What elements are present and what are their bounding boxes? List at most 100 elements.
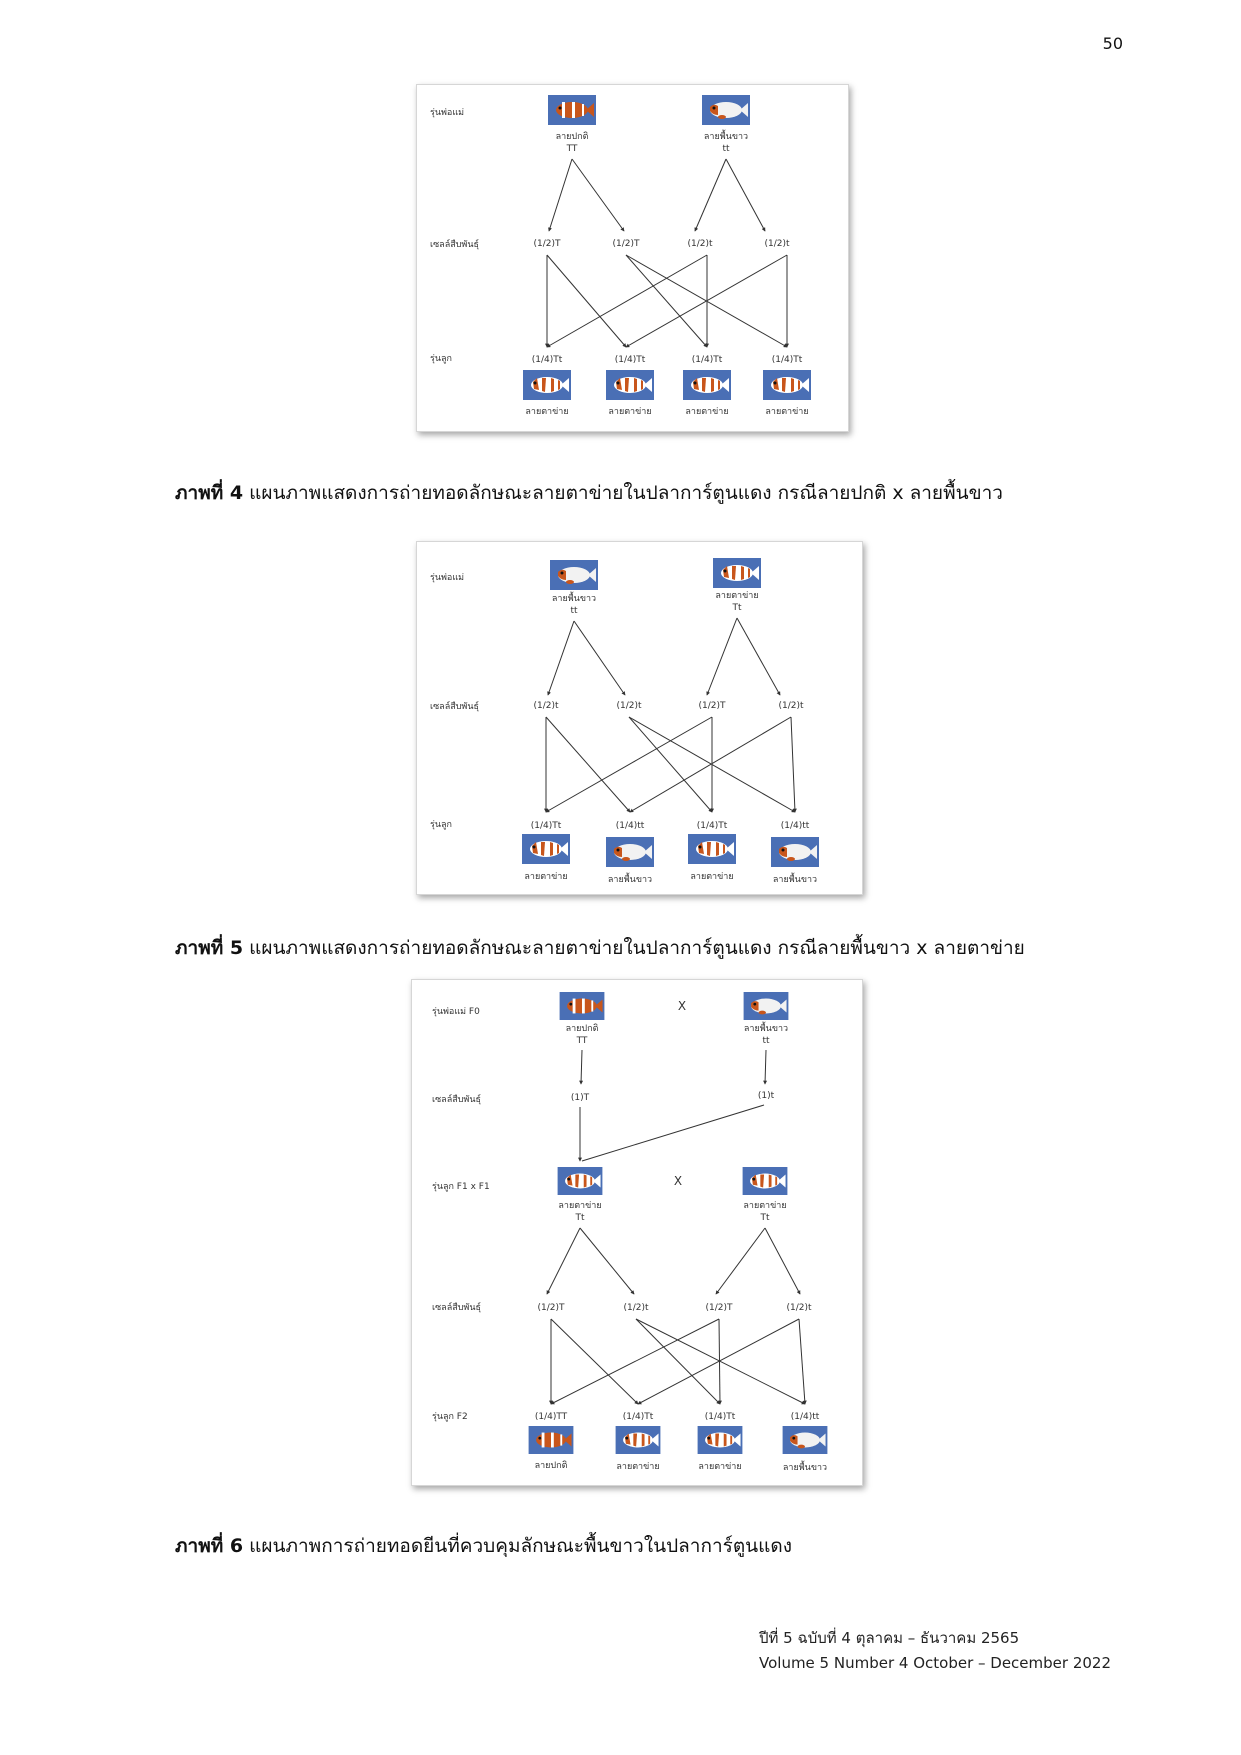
gamete-2: (1/2)t [616,701,642,711]
offspring-label-2: ลายตาข่าย [616,1462,659,1472]
arrow-line [550,1318,639,1405]
gamete-2: (1/2)t [623,1303,649,1313]
arrow-line [573,620,626,696]
row-label-offspring: รุ่นลูก [430,354,452,364]
offspring-label-3: ลายตาข่าย [690,872,733,882]
offspring-2: (1/4)Tt [615,355,646,365]
offspring-2: (1/4)tt [616,821,645,831]
arrow-line [637,1318,800,1405]
row-label-gametes-1: เซลล์สืบพันธุ์ [432,1093,481,1105]
arrow-line [625,254,708,348]
fish-white-icon [550,560,598,590]
fish-net-icon [713,558,761,588]
f1-right-label: ลายตาข่าย [743,1201,786,1211]
gamete-4: (1/2)t [764,239,790,249]
arrow-line [725,158,766,232]
arrow-line [798,1318,807,1405]
arrow-line [545,716,713,813]
figure-4-caption: ภาพที่ 4 แผนภาพแสดงการถ่ายทอดลักษณะลายตา… [175,478,1003,508]
gamete-1: (1/2)T [537,1303,565,1313]
row-label-offspring: รุ่นลูก [430,820,452,830]
arrow-line [629,716,792,813]
fish-white-icon [771,837,819,867]
parent2-label: ลายตาข่าย [715,591,758,601]
gamete-2: (1/2)T [612,239,640,249]
parent1-label: ลายปกติ [566,1023,599,1034]
parent1-label: ลายพื้นขาว [552,591,596,604]
parent2-label: ลายพื้นขาว [704,129,748,142]
caption-text: แผนภาพแสดงการถ่ายทอดลักษณะลายตาข่ายในปลา… [243,937,1025,959]
arrow-line [628,716,713,813]
caption-text: แผนภาพแสดงการถ่ายทอดลักษณะลายตาข่ายในปลา… [243,482,1003,504]
offspring-label-3: ลายตาข่าย [698,1462,741,1472]
arrow-line [694,158,727,232]
cross-symbol: X [674,1174,682,1188]
offspring-label-1: ลายปกติ [535,1460,568,1471]
arrow-line [546,1227,581,1295]
figure-4-diagram: รุ่นพ่อแม่ เซลล์สืบพันธุ์ รุ่นลูก ลายปกต… [416,84,849,432]
row-label-parents: รุ่นพ่อแม่ [430,573,464,583]
f1-left-genotype: Tt [574,1213,584,1223]
row-label-f1-cross: รุ่นลูก F1 x F1 [432,1182,490,1192]
row-label-parents-f0: รุ่นพ่อแม่ F0 [432,1007,480,1017]
fish-net-icon [763,370,811,400]
caption-prefix: ภาพที่ 4 [175,482,244,504]
fish-net-icon [683,370,731,400]
row-label-gametes: เซลล์สืบพันธุ์ [430,238,479,250]
cross-symbol: X [678,999,686,1013]
offspring-4: (1/4)tt [791,1412,820,1422]
figure-5-caption: ภาพที่ 5 แผนภาพแสดงการถ่ายทอดลักษณะลายตา… [175,933,1025,963]
offspring-label-2: ลายพื้นขาว [608,872,652,885]
offspring-label-4: ลายพื้นขาว [783,1460,827,1473]
arrow-line [545,716,631,813]
parent2-genotype: tt [722,144,730,154]
offspring-4: (1/4)tt [781,821,810,831]
row-label-f2: รุ่นลูก F2 [432,1412,468,1422]
arrow-line [706,617,738,696]
offspring-1: (1/4)Tt [531,821,562,831]
fish-net-icon [522,834,570,864]
figure-6-diagram: รุ่นพ่อแม่ F0 เซลล์สืบพันธุ์ รุ่นลูก F1 … [411,979,863,1486]
arrow-line [547,620,575,696]
fish-net-icon [523,370,571,400]
gamete-4: (1/2)t [778,701,804,711]
arrow-line [625,254,788,348]
offspring-2: (1/4)Tt [623,1412,654,1422]
fish-net-icon [606,370,654,400]
parent1-genotype: tt [570,606,578,616]
gamete-4: (1/2)t [786,1303,812,1313]
row-label-parents: รุ่นพ่อแม่ [430,108,464,118]
figure-5-diagram: รุ่นพ่อแม่ เซลล์สืบพันธุ์ รุ่นลูก ลายพื้… [416,541,863,895]
caption-text: แผนภาพการถ่ายทอดยีนที่ควบคุมลักษณะพื้นขา… [243,1535,793,1557]
fish-white-icon [606,837,654,867]
caption-prefix: ภาพที่ 5 [175,937,244,959]
offspring-label-4: ลายพื้นขาว [773,872,817,885]
fish-net-icon [688,834,736,864]
fish-white-icon [743,992,789,1020]
fish-white-icon [702,95,750,125]
gamete-f0-right: (1)t [758,1091,775,1101]
arrow-line [736,617,781,696]
footer-issue-thai: ปีที่ 5 ฉบับที่ 4 ตุลาคม – ธันวาคม 2565 [759,1629,1020,1647]
arrow-line [763,1049,768,1085]
fish-normal-icon [548,95,596,125]
offspring-label-2: ลายตาข่าย [608,407,651,417]
fish-net-icon [742,1167,788,1195]
arrow-line [715,1227,766,1295]
parent2-label: ลายพื้นขาว [744,1021,788,1034]
parent1-genotype: TT [576,1036,588,1046]
offspring-3: (1/4)Tt [692,355,723,365]
arrow-line [548,158,573,232]
offspring-4: (1/4)Tt [772,355,803,365]
arrow-line [579,1049,584,1085]
row-label-gametes-2: เซลล์สืบพันธุ์ [432,1301,481,1313]
f1-right-genotype: Tt [759,1213,769,1223]
fish-normal-icon [559,992,605,1020]
fish-white-icon [782,1426,828,1454]
arrow-line [635,1318,721,1405]
gamete-1: (1/2)T [533,239,561,249]
fish-normal-icon [528,1426,574,1454]
gamete-f0-left: (1)T [571,1093,590,1103]
arrow-line [546,254,708,348]
row-label-gametes: เซลล์สืบพันธุ์ [430,700,479,712]
